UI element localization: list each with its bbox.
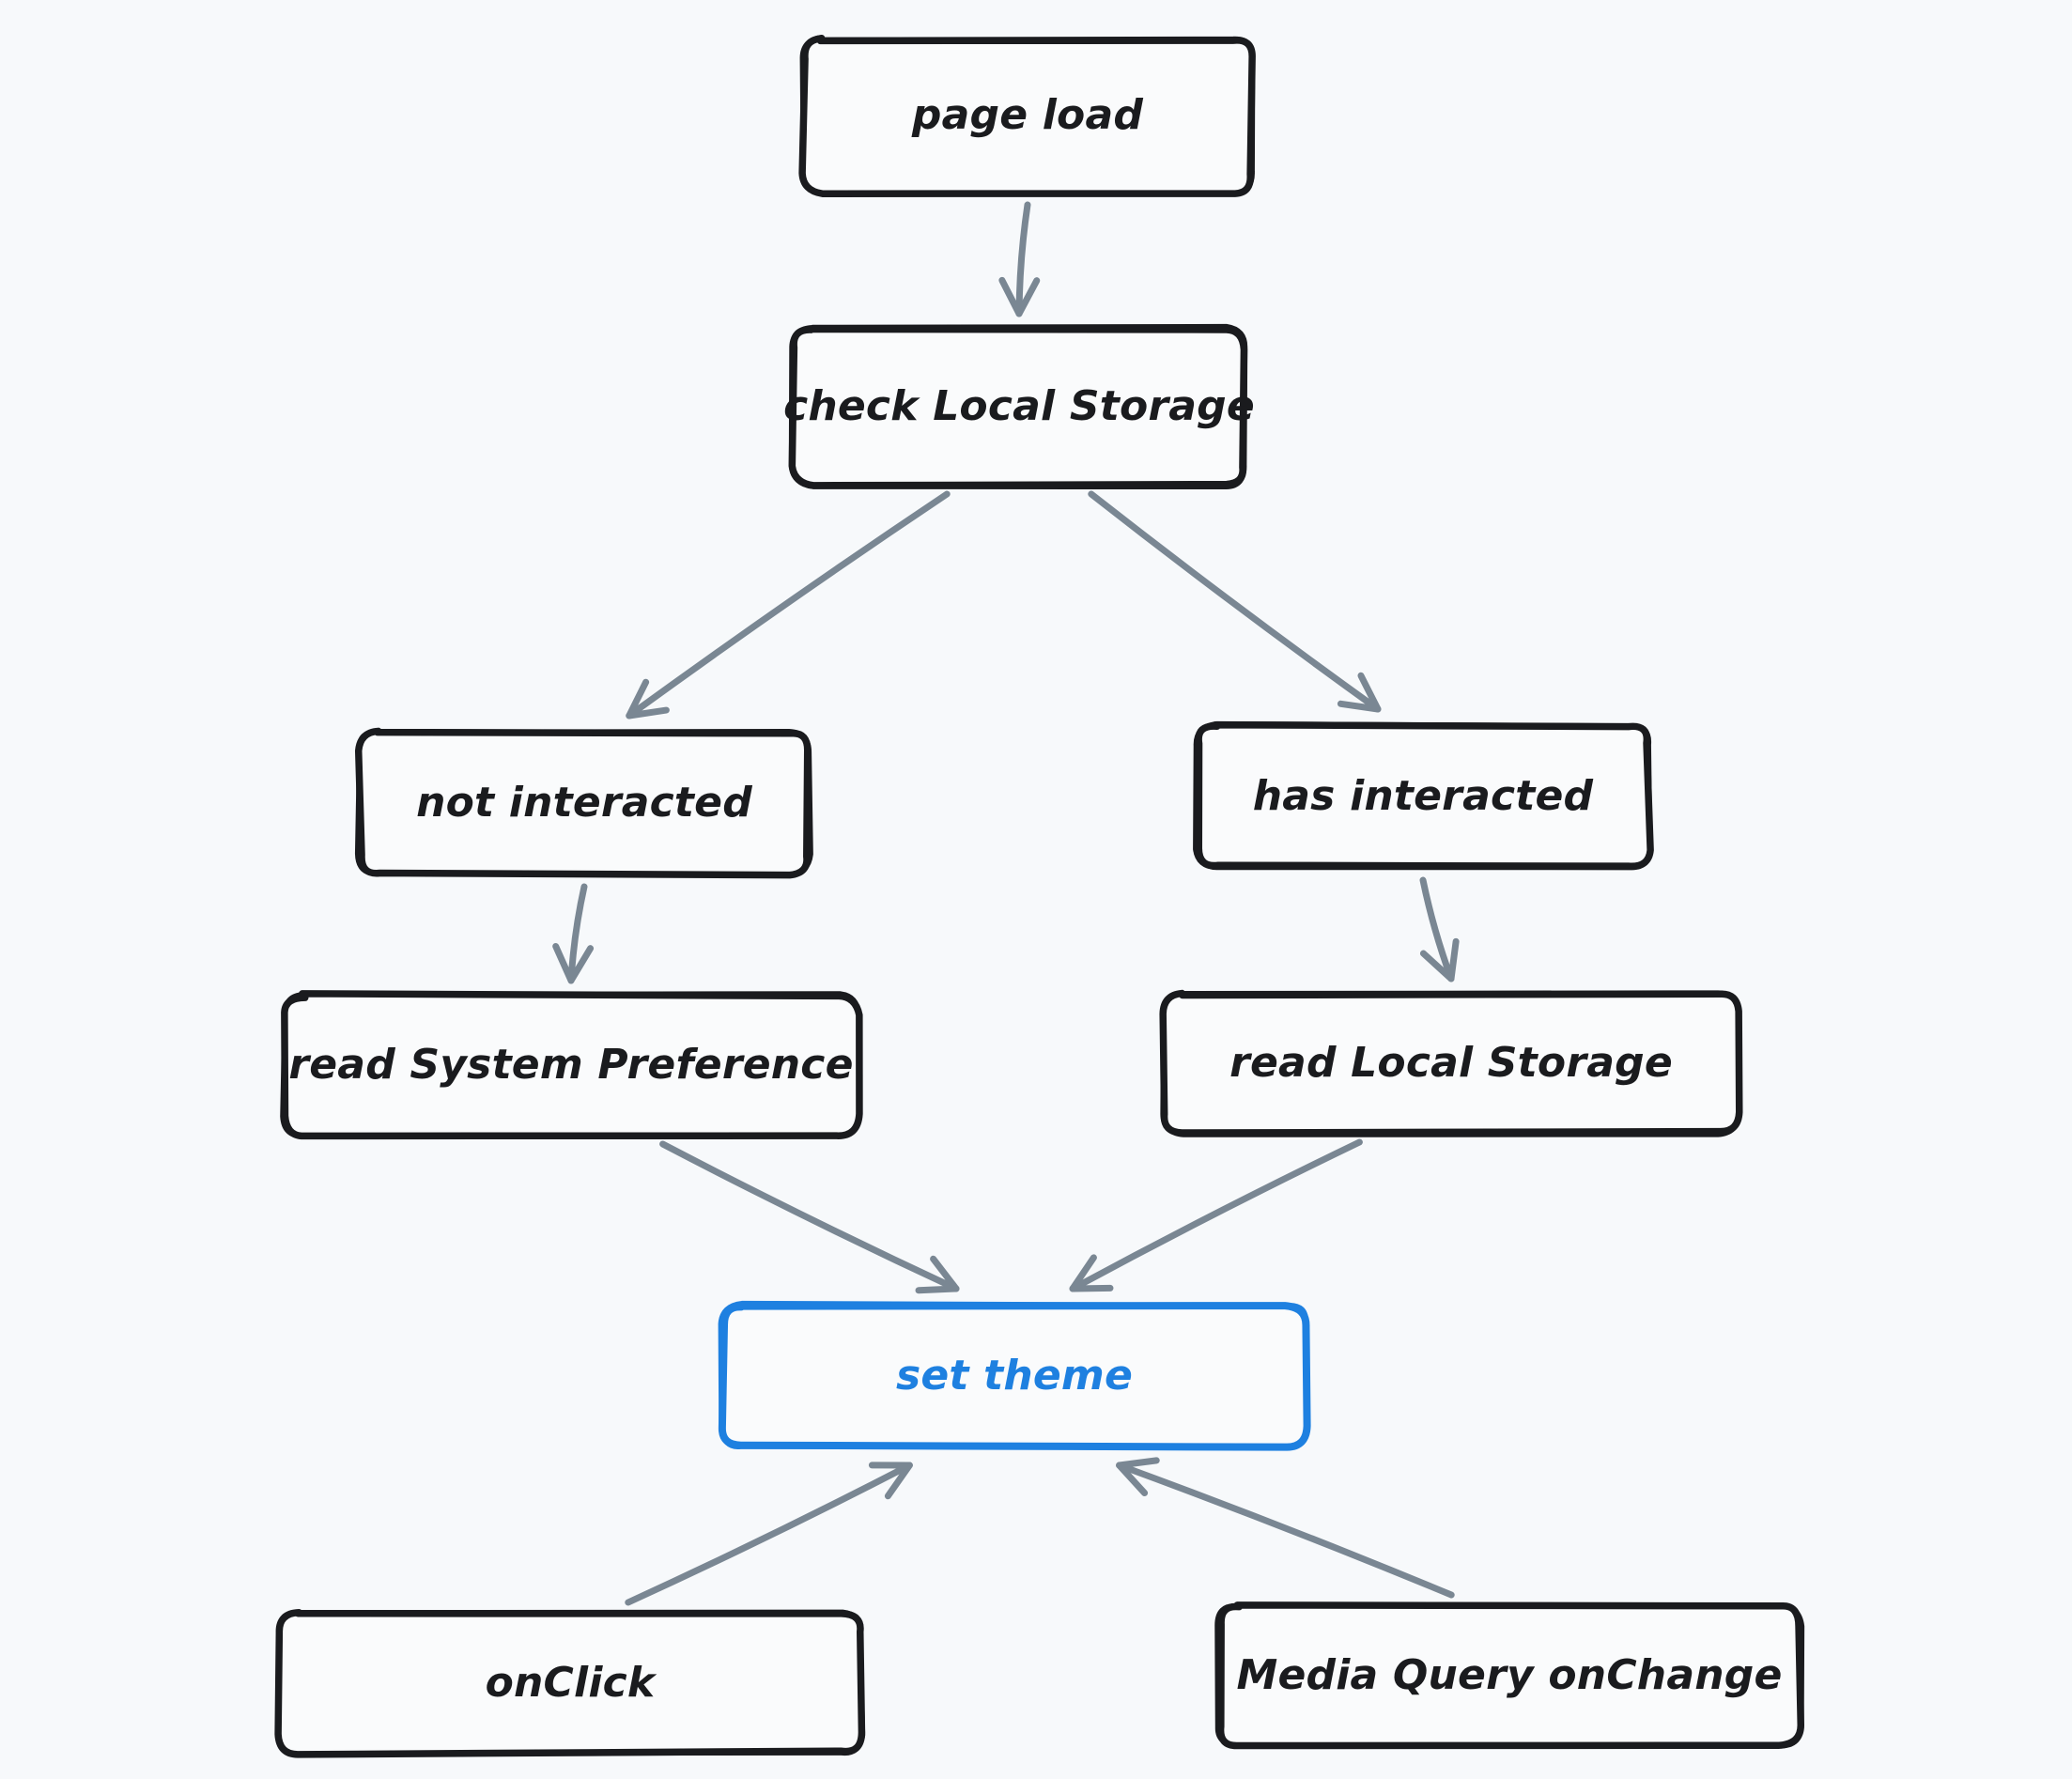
node-not-interacted[interactable]: not interacted (354, 727, 813, 879)
edge-arrowhead (1337, 672, 1382, 713)
edge-shaft (1419, 876, 1455, 982)
node-label-set-theme: set theme (896, 1352, 1133, 1400)
node-box-outline-pass2 (274, 1609, 866, 1758)
edge-check-local-to-not-interacted (626, 490, 951, 719)
node-has-interacted[interactable]: has interacted (1193, 720, 1654, 871)
edge-shaft (567, 883, 588, 984)
node-box-outline-pass2 (281, 990, 863, 1140)
node-on-click[interactable]: onClick (274, 1609, 866, 1758)
node-box-outline-pass2 (788, 325, 1248, 489)
node-page-load[interactable]: page load (798, 34, 1256, 197)
node-box-outline-pass2 (1216, 1601, 1805, 1750)
edge-read-system-pref-to-set-theme (659, 1140, 960, 1294)
edge-shaft (625, 1462, 913, 1606)
edge-media-query-to-set-theme (1116, 1457, 1455, 1599)
node-label-read-local: read Local Storage (1229, 1039, 1673, 1087)
node-label-read-system-pref: read System Preference (288, 1041, 853, 1089)
edge-has-interacted-to-read-local (1419, 876, 1460, 982)
edges-layer (552, 201, 1460, 1606)
edge-on-click-to-set-theme (625, 1462, 913, 1606)
node-read-system-pref[interactable]: read System Preference (280, 990, 863, 1140)
node-check-local[interactable]: check Local Storage (783, 323, 1255, 490)
edge-shaft (1088, 490, 1382, 713)
edge-check-local-to-has-interacted (1088, 490, 1382, 713)
edge-arrowhead (1419, 937, 1460, 982)
edge-shaft (626, 490, 951, 719)
edge-arrowhead (1069, 1254, 1114, 1292)
edge-shaft (1015, 201, 1031, 317)
edge-shaft (1069, 1138, 1363, 1292)
edge-arrowhead (1116, 1457, 1160, 1497)
edge-page-load-to-check-local (998, 201, 1041, 317)
edge-shaft (1116, 1462, 1455, 1599)
node-set-theme[interactable]: set theme (718, 1300, 1311, 1451)
node-label-has-interacted: has interacted (1253, 772, 1594, 820)
node-label-media-query: Media Query onChange (1236, 1651, 1782, 1699)
node-label-check-local: check Local Storage (783, 382, 1255, 430)
node-box-outline-pass2 (718, 1302, 1311, 1451)
edge-arrowhead (626, 678, 670, 719)
node-read-local[interactable]: read Local Storage (1159, 989, 1743, 1137)
edge-arrowhead (868, 1462, 913, 1500)
edge-arrowhead (915, 1255, 960, 1294)
edge-not-interacted-to-read-system-pref (552, 883, 595, 984)
edge-arrowhead (998, 276, 1041, 317)
node-box-outline-pass2 (1159, 989, 1743, 1137)
node-box-outline-pass2 (1195, 720, 1654, 871)
nodes-layer: page load check Local Storage not interact… (274, 34, 1805, 1758)
node-media-query[interactable]: Media Query onChange (1214, 1601, 1805, 1750)
node-box-outline-pass2 (354, 727, 812, 879)
node-label-page-load: page load (911, 91, 1143, 139)
node-label-on-click: onClick (486, 1659, 657, 1707)
edge-arrowhead (552, 942, 595, 984)
node-box-outline-pass2 (798, 35, 1256, 197)
edge-read-local-to-set-theme (1069, 1138, 1363, 1292)
node-label-not-interacted: not interacted (416, 779, 752, 827)
edge-shaft (659, 1140, 960, 1292)
